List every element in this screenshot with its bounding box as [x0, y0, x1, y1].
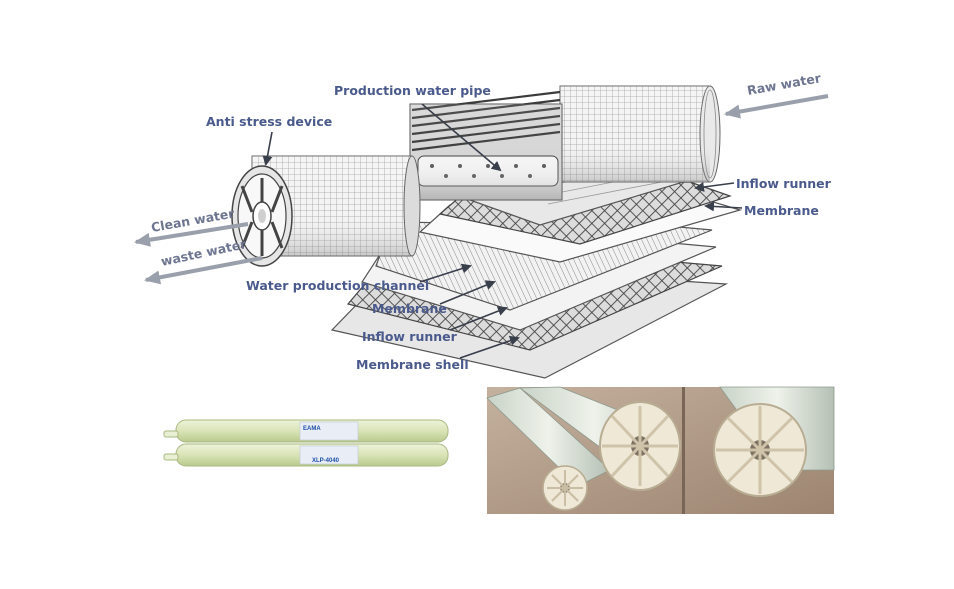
product-photo-endcaps	[486, 386, 835, 516]
leader-membrane-shell	[459, 335, 520, 359]
product-brand: EAMA	[303, 426, 321, 432]
label-water-production-channel: Water production channel	[246, 278, 429, 293]
label-membrane-mid: Membrane	[372, 301, 447, 316]
leader-water-production-channel	[419, 263, 472, 283]
label-production-water-pipe: Production water pipe	[334, 83, 491, 98]
label-membrane-shell: Membrane shell	[356, 357, 469, 372]
leader-membrane-top	[704, 201, 743, 212]
label-inflow-runner-bottom: Inflow runner	[362, 329, 458, 344]
label-raw-water: Raw water	[746, 70, 823, 98]
leader-production-water-pipe	[421, 103, 502, 172]
product-model: XLP-4040	[312, 458, 340, 464]
label-clean-water: Clean water	[150, 205, 236, 235]
anti-stress-device	[231, 165, 293, 267]
leader-anti-stress-device	[262, 131, 273, 166]
leader-inflow-runner-bottom	[449, 306, 508, 331]
leader-inflow-runner-top	[694, 181, 735, 192]
label-membrane-top: Membrane	[744, 203, 819, 218]
label-anti-stress-device: Anti stress device	[206, 114, 332, 129]
waste-water-arrow	[144, 256, 263, 285]
label-inflow-runner-top: Inflow runner	[736, 176, 832, 191]
leader-membrane-mid	[439, 280, 496, 305]
raw-water-arrow	[724, 94, 829, 119]
membrane-element	[231, 85, 721, 267]
clean-water-arrow	[134, 222, 249, 247]
product-photo-modules: EAMA XLP-4040	[163, 419, 449, 467]
